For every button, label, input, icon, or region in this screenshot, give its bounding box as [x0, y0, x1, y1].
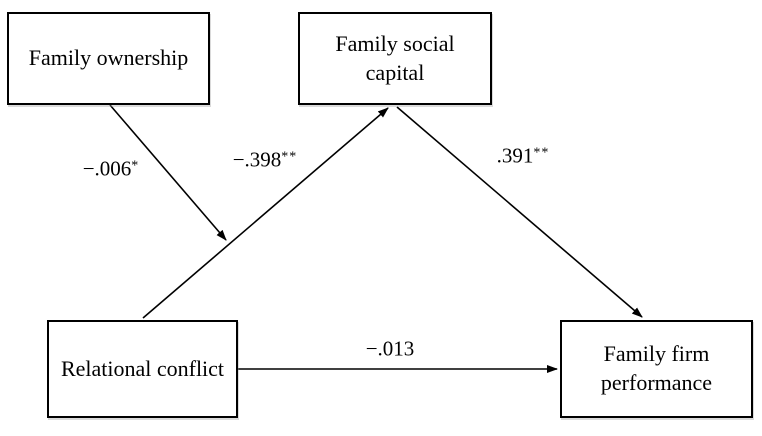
coefficient-value: −.398: [232, 147, 282, 172]
node-family-ownership: Family ownership: [7, 12, 210, 105]
node-family-ownership-label: Family ownership: [28, 45, 189, 71]
node-family-firm-performance-label: Family firm performance: [600, 341, 713, 395]
node-family-social-capital: Family social capital: [298, 12, 492, 105]
coefficient-conflict-to-social-capital: −.398**: [233, 148, 298, 173]
coefficient-conflict-to-performance: −.013: [366, 337, 415, 362]
coefficient-social-capital-to-performance: .391**: [497, 144, 550, 169]
arrow-social-capital-to-performance: [396, 106, 643, 318]
significance-stars: *: [131, 158, 140, 174]
node-family-social-capital-label: Family social capital: [335, 30, 455, 85]
significance-stars: **: [281, 149, 298, 165]
coefficient-value: .391: [496, 143, 534, 168]
node-relational-conflict: Relational conflict: [47, 320, 238, 418]
coefficient-ownership-to-mediation-path: −.006*: [83, 157, 140, 182]
node-family-firm-performance: Family firm performance: [560, 320, 753, 418]
significance-stars: **: [533, 145, 550, 161]
node-relational-conflict-label: Relational conflict: [60, 355, 225, 381]
coefficient-value: −.013: [365, 336, 415, 361]
arrow-ownership-to-mediation-path: [109, 104, 227, 241]
arrow-conflict-to-social-capital: [142, 107, 389, 319]
coefficient-value: −.006: [82, 156, 132, 181]
